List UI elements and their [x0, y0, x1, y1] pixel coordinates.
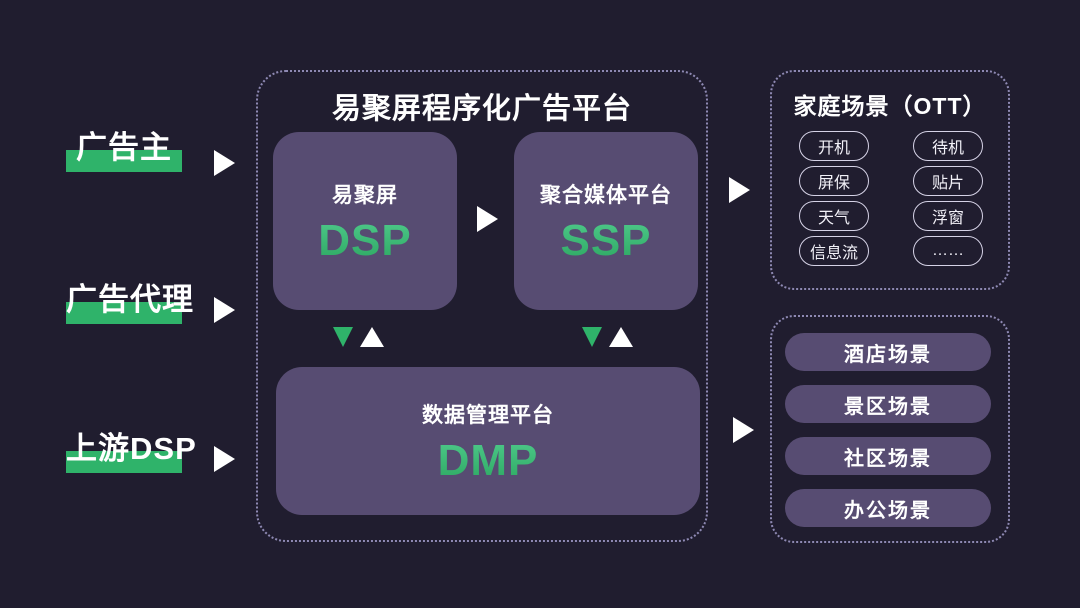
ott-tag-pill: 贴片	[913, 166, 983, 196]
entity-ad-agency: 广告代理	[66, 280, 194, 324]
ott-panel	[770, 70, 1010, 290]
dsp-abbr: DSP	[318, 216, 412, 265]
dmp-abbr: DMP	[437, 436, 539, 485]
arrow-right-icon	[214, 297, 235, 323]
arrow-right-icon	[214, 150, 235, 176]
arrow-right-icon	[733, 417, 754, 443]
scene-pill-office: 办公场景	[785, 489, 991, 527]
arrow-right-icon	[477, 206, 498, 232]
entity-upstream-dsp: 上游DSP	[66, 429, 197, 473]
ott-tag-pill: 开机	[799, 131, 869, 161]
ssp-dmp-exchange	[582, 327, 633, 347]
arrow-up-icon	[360, 327, 384, 347]
ssp-box: 聚合媒体平台 SSP	[514, 132, 698, 310]
green-underline	[66, 150, 182, 172]
green-underline	[66, 302, 182, 324]
ssp-abbr: SSP	[560, 216, 652, 265]
arrow-down-icon	[333, 327, 353, 347]
dsp-name: 易聚屏	[332, 184, 398, 207]
entity-label: 广告代理	[66, 282, 194, 317]
arrow-right-icon	[214, 446, 235, 472]
platform-title: 易聚屏程序化广告平台	[331, 93, 632, 125]
ott-tag-pill: 天气	[799, 201, 869, 231]
ott-tag-pill: 待机	[913, 131, 983, 161]
ott-tag-pill: 浮窗	[913, 201, 983, 231]
arrow-down-icon	[582, 327, 602, 347]
dsp-dmp-exchange	[333, 327, 384, 347]
green-underline	[66, 451, 182, 473]
ott-tag-pill: 信息流	[799, 236, 869, 266]
scene-pill-community: 社区场景	[785, 437, 991, 475]
platform-panel	[256, 70, 708, 542]
dmp-name: 数据管理平台	[422, 404, 554, 427]
entity-label: 广告主	[76, 130, 172, 165]
arrow-up-icon	[609, 327, 633, 347]
ott-tag-pill: 屏保	[799, 166, 869, 196]
dmp-box: 数据管理平台 DMP	[276, 367, 700, 515]
entity-label: 上游DSP	[66, 431, 197, 466]
entity-advertiser: 广告主	[66, 128, 182, 172]
ssp-name: 聚合媒体平台	[540, 184, 672, 207]
dsp-box: 易聚屏 DSP	[273, 132, 457, 310]
arrow-right-icon	[729, 177, 750, 203]
ott-tag-pill: ……	[913, 236, 983, 266]
scene-pill-scenic: 景区场景	[785, 385, 991, 423]
scenes-panel	[770, 315, 1010, 543]
scene-pill-hotel: 酒店场景	[785, 333, 991, 371]
ott-title: 家庭场景（OTT）	[793, 93, 987, 119]
ott-tag-grid: 开机 待机 屏保 贴片 天气 浮窗 信息流 ……	[799, 131, 983, 266]
